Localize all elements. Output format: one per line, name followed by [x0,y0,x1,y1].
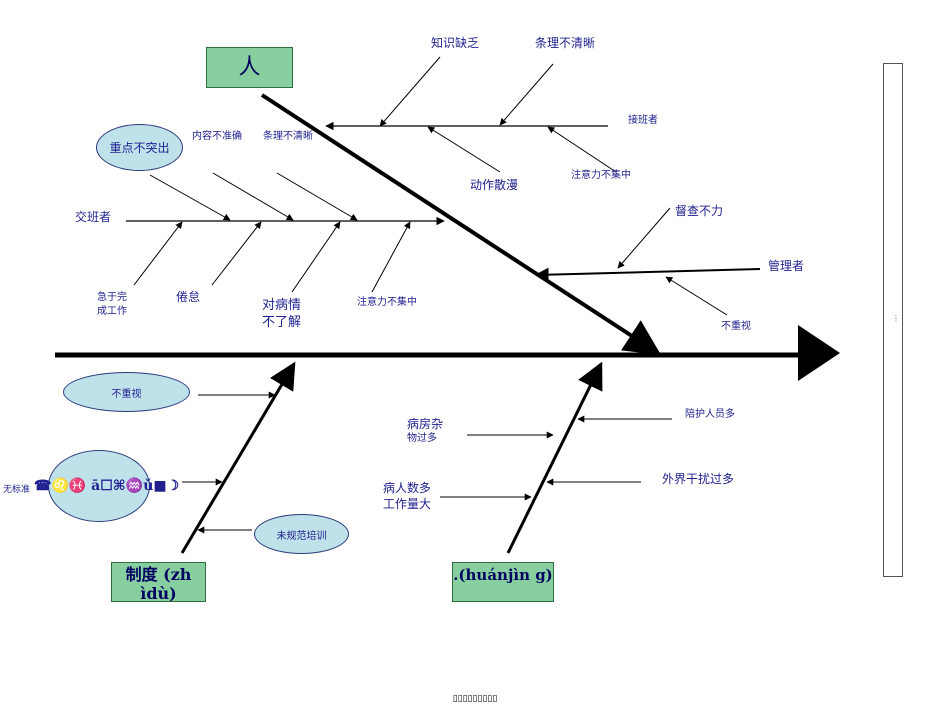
category-system-box: 制度 (zh ìdù) [111,562,206,603]
label-rush-1: 急于完 [97,292,127,303]
label-cluttered-2: 物过多 [407,433,437,444]
label-manager: 管理者 [768,259,805,273]
sub-knowledge [379,56,441,127]
sub-not-valued-right [665,276,728,316]
label-unclear-top: 条理不清晰 [535,36,596,50]
label-supervision: 督查不力 [675,204,724,218]
label-workload-1: 病人数多 [383,481,432,495]
label-not-valued-right: 不重视 [721,321,751,332]
oval-untrained: 未规范培训 [254,514,349,554]
label-inaccurate: 内容不准确 [192,131,242,142]
label-knowledge-lack: 知识缺乏 [431,36,480,50]
label-no-standard-prefix: 无标准 [3,485,31,495]
label-no-standard-symbols: ☎♌♓ ā☐⌘♒ǔ■☽ [34,478,180,494]
category-people-box: 人 [206,47,293,88]
label-slow-action: 动作散漫 [470,178,519,192]
spine-arrowhead [798,325,840,381]
label-fatigue: 倦怠 [176,290,201,304]
sub-distracted-top [547,126,617,173]
bone-people [260,93,662,355]
side-panel-mark: ⋮ [892,314,900,323]
oval-not-valued: 不重视 [63,372,190,412]
label-receiver: 接班者 [628,115,658,126]
label-unclear-mid: 条理不清晰 [263,131,313,142]
sub-no-focus [149,174,231,221]
sub-fatigue [211,221,262,286]
sub-slow-action [427,126,501,173]
oval-no-focus: 重点不突出 [96,124,183,171]
footer-text: ▯▯▯▯▯▯▯▯▯ [452,694,498,704]
sub-distracted-mid [371,221,411,293]
branch-manager [534,267,761,282]
label-cluttered-1: 病房杂 [407,417,444,431]
side-panel: ⋮ [883,63,903,577]
sub-unfamiliar [291,221,341,293]
category-environment-box: .(huánjìn g) [452,562,554,602]
label-handover: 交班者 [75,210,112,224]
oval-no-standard [48,450,150,522]
sub-inaccurate [212,172,294,221]
sub-rush [133,221,183,286]
label-rush-2: 成工作 [97,306,127,317]
label-unfamiliar-1: 对病情 [262,298,302,313]
label-distracted-mid: 注意力不集中 [357,297,417,308]
label-companions: 陪护人员多 [685,409,735,420]
sub-unclear-top [499,63,554,126]
label-interference: 外界干扰过多 [662,472,735,486]
bone-environment [506,361,603,554]
sub-unclear-mid [276,172,358,221]
label-distracted-top: 注意力不集中 [571,170,631,181]
label-workload-2: 工作量大 [383,497,432,511]
sub-supervision [617,207,671,269]
label-unfamiliar-2: 不了解 [262,315,302,330]
